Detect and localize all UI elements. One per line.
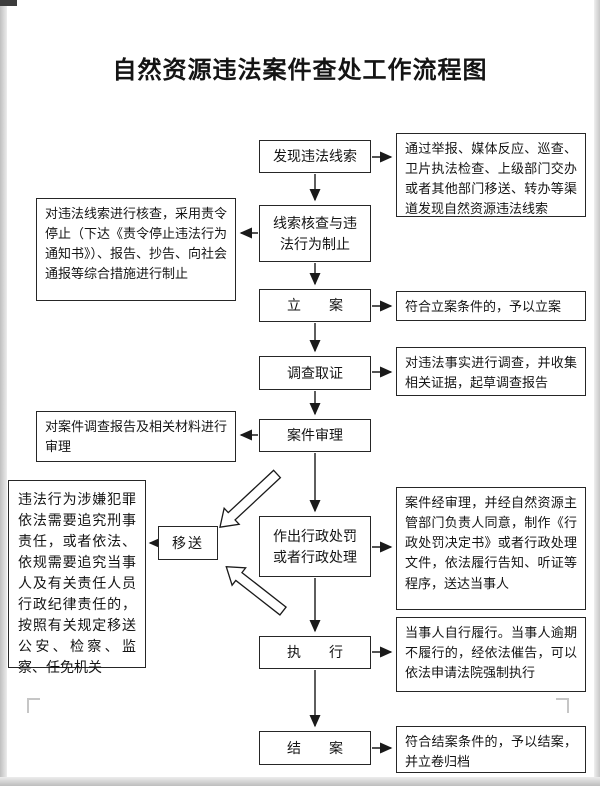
transfer-box: 移送 <box>158 526 218 560</box>
note-criminal-transfer: 违法行为涉嫌犯罪依法需要追究刑事责任，或者依法、依规需要追究当事人及有关责任人员… <box>8 480 146 675</box>
flow-step-investigate: 调查取证 <box>259 356 371 390</box>
note-clue-sources: 通过举报、媒体反应、巡查、卫片执法检查、上级部门交办或者其他部门移送、转办等渠道… <box>396 133 586 217</box>
note-penalty-decision-procedure: 案件经审理，并经自然资源主管部门负责人同意，制作《行政处罚决定书》或者行政处理文… <box>396 487 586 610</box>
note-investigation-report: 对违法事实进行调查，并收集相关证据，起草调查报告 <box>396 347 586 396</box>
crop-mark-left <box>27 698 40 713</box>
scan-corner-mark <box>0 0 17 6</box>
flow-step-execute: 执 行 <box>259 636 371 669</box>
flow-step-case-review: 案件审理 <box>259 419 371 452</box>
note-case-review-materials: 对案件调查报告及相关材料进行审理 <box>36 411 236 462</box>
crop-mark-right <box>556 698 569 713</box>
flow-step-file-case: 立 案 <box>259 289 371 322</box>
flow-step-close-case: 结 案 <box>259 731 371 765</box>
note-execution: 当事人自行履行。当事人逾期不履行的，经依法催告，可以依法申请法院强制执行 <box>396 617 586 692</box>
page-title: 自然资源违法案件查处工作流程图 <box>112 57 488 84</box>
scan-edge-left <box>0 0 7 786</box>
flow-step-discover-clues: 发现违法线索 <box>259 140 371 173</box>
note-case-closing: 符合结案条件的，予以结案，并立卷归档 <box>396 726 586 773</box>
scan-edge-bottom <box>0 777 600 786</box>
note-clue-verification-measures: 对违法线索进行核查，采用责令停止（下达《责令停止违法行为通知书》）、报告、抄告、… <box>36 198 236 301</box>
flow-step-penalty-decision: 作出行政处罚或者行政处理 <box>259 516 371 577</box>
scan-edge-right <box>594 0 600 786</box>
flow-step-verify-and-stop: 线索核查与违法行为制止 <box>259 205 371 262</box>
note-filing-condition: 符合立案条件的，予以立案 <box>396 291 586 321</box>
